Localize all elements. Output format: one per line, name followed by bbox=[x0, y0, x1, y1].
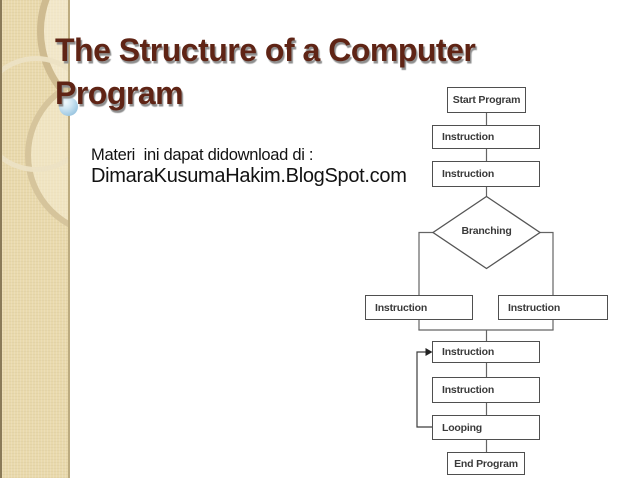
loop-arrowhead-icon bbox=[425, 348, 433, 356]
slide-title-line2: Program bbox=[55, 75, 184, 111]
node-looping: Looping bbox=[432, 415, 540, 440]
node-end-program: End Program bbox=[447, 452, 525, 475]
circle-ornament bbox=[2, 56, 68, 172]
sphere-ornament-icon bbox=[59, 97, 78, 116]
download-note-url: DimaraKusumaHakim.BlogSpot.com bbox=[91, 165, 407, 187]
node-branching-label: Branching bbox=[461, 225, 512, 237]
node-instruction-left: Instruction bbox=[365, 295, 473, 320]
node-branching-diamond bbox=[431, 195, 542, 270]
node-instruction-right: Instruction bbox=[498, 295, 608, 320]
node-instruction-4: Instruction bbox=[432, 377, 540, 403]
slide-title: The Structure of a Computer Program bbox=[55, 29, 476, 115]
node-instruction-3: Instruction bbox=[432, 341, 540, 363]
download-note: Materi ini dapat didownload di : DimaraK… bbox=[91, 145, 407, 188]
node-instruction-1: Instruction bbox=[432, 125, 540, 149]
node-instruction-2: Instruction bbox=[432, 161, 540, 187]
slide-title-line1: The Structure of a Computer bbox=[55, 32, 476, 68]
download-note-line1: Materi ini dapat didownload di : bbox=[91, 146, 314, 164]
node-start-program: Start Program bbox=[447, 87, 526, 113]
